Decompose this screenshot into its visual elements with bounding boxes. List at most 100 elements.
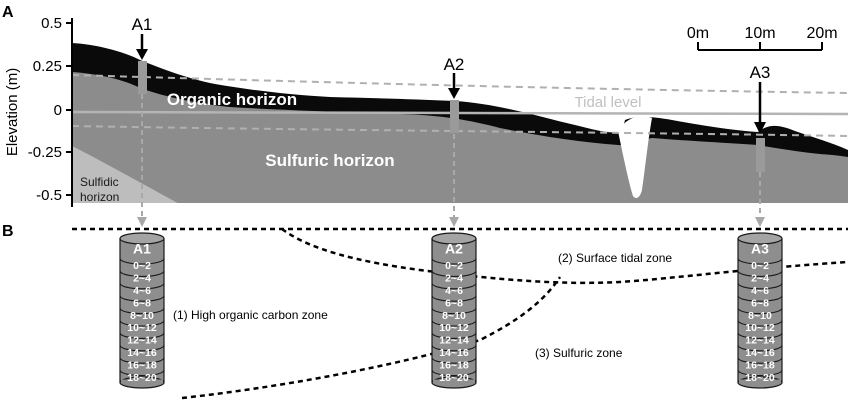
tick-label-0.25: 0.25 <box>33 58 62 75</box>
core-disc-separator <box>737 369 783 377</box>
site-arrows <box>136 34 766 134</box>
core-link-arrows <box>137 94 765 227</box>
core-disc-separator <box>119 283 165 290</box>
high-organic-zone-label: (1) High organic carbon zone <box>173 308 328 322</box>
core-disc-separator <box>431 307 477 315</box>
core-disc-separator <box>431 283 477 290</box>
y-axis-label: Elevation (m) <box>4 68 21 156</box>
core-disc-separator <box>431 369 477 377</box>
core-disc-separator <box>737 258 783 265</box>
tick-label--0.25: -0.25 <box>28 144 62 161</box>
depth-label: 8~10 <box>748 310 772 322</box>
core-top <box>737 232 783 245</box>
elevation-axis: 0.5 0.25 0 -0.25 -0.5 Elevation (m) <box>4 15 73 207</box>
core-a1: A1 0~22~44~66~88~1010~1212~1414~1616~1818… <box>119 232 165 389</box>
core-disc-separator <box>737 332 783 339</box>
panel-label-a: A <box>2 4 14 21</box>
core-disc-separator <box>737 283 783 290</box>
core-disc-separator <box>119 320 165 327</box>
tidal-level-label: Tidal level <box>575 94 642 111</box>
tidal-level-line <box>71 110 849 116</box>
tidal-channel <box>618 116 652 198</box>
site-label-a3: A3 <box>750 63 771 82</box>
site-label-a2: A2 <box>444 55 465 74</box>
depth-label: 0~2 <box>445 260 463 272</box>
core-disc-separator <box>119 369 165 377</box>
core-disc-separator <box>119 258 165 265</box>
depth-label: 16~18 <box>745 359 775 371</box>
core-top <box>431 232 477 245</box>
depth-label: 18~20 <box>439 372 469 384</box>
core-marker-a3 <box>756 138 765 172</box>
core-disc-separator <box>119 357 165 364</box>
core-disc-separator <box>737 295 783 302</box>
core-disc-separator <box>119 270 165 277</box>
scale-bar <box>697 42 823 51</box>
tick-label-0.5: 0.5 <box>41 15 62 32</box>
sulfuric-horizon-layer <box>72 72 848 207</box>
depth-label: 4~6 <box>133 285 151 297</box>
core-disc-separator <box>119 332 165 339</box>
sulfidic-horizon-label-line2: horizon <box>80 190 119 204</box>
scale-label-0m: 0m <box>687 25 709 42</box>
depth-label: 10~12 <box>127 322 157 334</box>
depth-label: 0~2 <box>133 260 151 272</box>
core-disc-separator <box>431 320 477 327</box>
core-disc-separator <box>431 345 477 352</box>
core-disc-separator <box>737 307 783 315</box>
depth-label: 4~6 <box>445 285 463 297</box>
core-disc-separator <box>737 345 783 352</box>
tick-label--0.5: -0.5 <box>36 187 62 204</box>
boundary-top-dashed <box>71 74 849 94</box>
depth-label: 8~10 <box>442 310 466 322</box>
core-header-a3: A3 <box>751 241 769 257</box>
core-disc-separator <box>119 307 165 315</box>
depth-label: 6~8 <box>751 297 769 309</box>
core-disc-separator <box>737 357 783 364</box>
core-disc-separator <box>431 332 477 339</box>
scale-label-10m: 10m <box>744 25 775 42</box>
site-label-a1: A1 <box>132 15 153 34</box>
sulfuric-horizon-label: Sulfuric horizon <box>265 151 394 170</box>
core-header-a2: A2 <box>445 241 463 257</box>
depth-label: 0~2 <box>751 260 769 272</box>
core-top <box>119 232 165 245</box>
core-a3: A30~22~44~66~88~1010~1212~1414~1616~1818… <box>737 232 783 389</box>
depth-label: 14~16 <box>439 347 469 359</box>
cross-section <box>71 34 849 227</box>
depth-label: 16~18 <box>439 359 469 371</box>
depth-label: 2~4 <box>445 273 463 285</box>
core-disc-separator <box>431 270 477 277</box>
depth-label: 12~14 <box>127 335 157 347</box>
depth-label: 16~18 <box>127 359 157 371</box>
depth-label: 4~6 <box>751 285 769 297</box>
core-disc-separator <box>431 258 477 265</box>
surface-tidal-zone-label: (2) Surface tidal zone <box>558 251 672 265</box>
core-marker-a1 <box>138 61 147 94</box>
boundary-bottom-dashed <box>71 125 849 137</box>
depth-label: 10~12 <box>745 322 775 334</box>
tick-label-0: 0 <box>54 102 62 119</box>
sulfidic-horizon-label-line1: Sulfidic <box>80 175 119 189</box>
core-header-a1: A1 <box>133 241 151 257</box>
sulfidic-horizon-layer <box>72 146 185 207</box>
core-disc-separator <box>119 295 165 302</box>
core-marker-a2 <box>450 100 459 133</box>
depth-label: 14~16 <box>745 347 775 359</box>
depth-label: 6~8 <box>133 297 151 309</box>
depth-label: 18~20 <box>745 372 775 384</box>
sulfuric-zone-label: (3) Sulfuric zone <box>535 346 623 360</box>
depth-label: 18~20 <box>127 372 157 384</box>
depth-label: 14~16 <box>127 347 157 359</box>
depth-label: 6~8 <box>445 297 463 309</box>
core-disc-separator <box>119 345 165 352</box>
scale-label-20m: 20m <box>806 25 837 42</box>
organic-horizon-label: Organic horizon <box>167 90 297 109</box>
depth-label: 2~4 <box>133 273 151 285</box>
panel-label-b: B <box>2 223 14 240</box>
core-disc-separator <box>737 320 783 327</box>
depth-label: 10~12 <box>439 322 469 334</box>
depth-label: 8~10 <box>130 310 154 322</box>
core-disc-separator <box>431 295 477 302</box>
